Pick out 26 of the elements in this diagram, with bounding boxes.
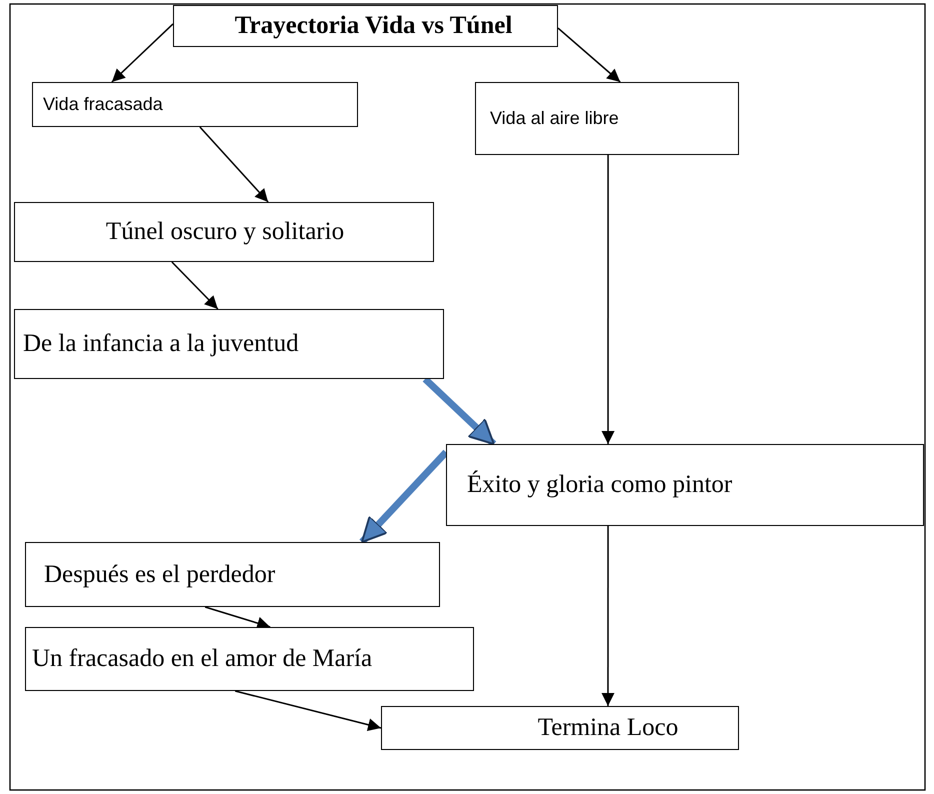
box-text: Éxito y gloria como pintor <box>467 471 732 499</box>
title-box <box>173 5 558 47</box>
box-text: Después es el perdedor <box>44 560 276 588</box>
box-text: Vida fracasada <box>43 94 163 115</box>
arrow <box>602 155 615 444</box>
box-text: Vida al aire libre <box>490 108 619 129</box>
title-text: Trayectoria Vida vs Túnel <box>234 12 512 40</box>
box-text: Túnel oscuro y solitario <box>106 218 344 246</box>
arrow <box>111 23 174 83</box>
process-box <box>25 627 474 691</box>
process-box <box>475 82 739 155</box>
process-box <box>25 542 440 607</box>
arrow <box>204 606 270 630</box>
arrow <box>199 126 269 202</box>
arrow <box>558 28 621 83</box>
process-box <box>446 444 924 526</box>
arrow <box>171 261 218 310</box>
process-box <box>14 309 444 379</box>
process-box <box>14 202 434 262</box>
arrow <box>234 690 382 732</box>
process-box <box>32 82 358 127</box>
process-box <box>381 706 739 750</box>
box-text: De la infancia a la juventud <box>23 330 299 358</box>
arrow <box>601 526 614 706</box>
box-text: Un fracasado en el amor de María <box>32 645 372 673</box>
box-text: Termina Loco <box>538 714 678 742</box>
